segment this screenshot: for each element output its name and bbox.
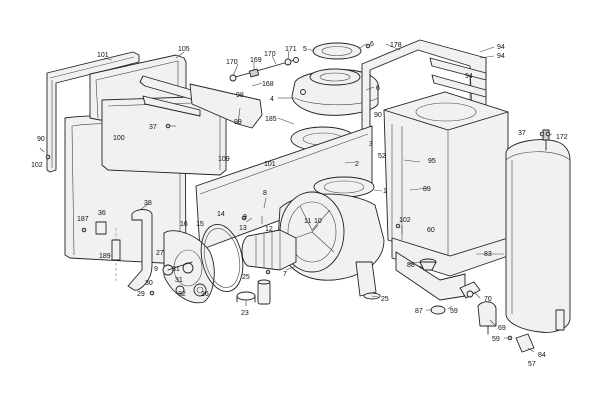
- part-label-31: 31: [175, 277, 183, 284]
- part-label-102: 102: [31, 162, 43, 169]
- part-label-169: 169: [250, 57, 262, 64]
- part-label-26: 26: [201, 291, 209, 298]
- part-label-37: 37: [149, 124, 157, 131]
- part-label-90: 90: [37, 136, 45, 143]
- part-label-32: 32: [178, 291, 186, 298]
- part-label-84: 84: [538, 352, 546, 359]
- part-label-25: 25: [381, 296, 389, 303]
- part-label-38: 38: [144, 200, 152, 207]
- electrode-assembly-170: [229, 57, 299, 82]
- sight-glass-32: [193, 283, 207, 297]
- gasket-15: [200, 224, 244, 292]
- part-label-6: 6: [376, 85, 380, 92]
- part-label-88: 88: [407, 262, 415, 269]
- part-label-187: 187: [77, 216, 89, 223]
- part-label-9: 9: [243, 214, 247, 221]
- part-label-12: 12: [265, 226, 273, 233]
- part-label-94: 94: [497, 44, 505, 51]
- sensor-36: [95, 221, 107, 235]
- part-label-57: 57: [528, 361, 536, 368]
- part-label-59: 59: [450, 308, 458, 315]
- part-label-101: 101: [97, 52, 109, 59]
- part-label-29: 29: [137, 291, 145, 298]
- part-label-2: 2: [355, 161, 359, 168]
- part-label-185: 185: [265, 116, 277, 123]
- part-label-170: 170: [226, 59, 238, 66]
- plug-87: [430, 305, 446, 315]
- part-label-170: 170: [264, 51, 276, 58]
- part-label-69: 69: [498, 325, 506, 332]
- part-label-168: 168: [262, 81, 274, 88]
- part-label-1: 1: [383, 188, 387, 195]
- part-label-189: 189: [99, 253, 111, 260]
- part-label-87: 87: [415, 308, 423, 315]
- burner-12: [241, 229, 297, 271]
- part-label-13: 13: [239, 225, 247, 232]
- gasket-5: [312, 42, 362, 60]
- part-label-83: 83: [484, 251, 492, 258]
- front-panel-101: [46, 51, 140, 173]
- part-label-172: 172: [556, 134, 568, 141]
- part-label-15: 15: [196, 221, 204, 228]
- part-label-89: 89: [423, 186, 431, 193]
- part-label-5: 5: [303, 46, 307, 53]
- part-label-6: 6: [370, 41, 374, 48]
- part-label-16: 16: [180, 221, 188, 228]
- part-label-37: 37: [518, 130, 526, 137]
- cable-189: [111, 228, 121, 282]
- part-label-90: 90: [374, 112, 382, 119]
- drain-tap-69: [477, 301, 497, 335]
- part-label-30: 30: [145, 280, 153, 287]
- fitting-84: [515, 333, 535, 353]
- part-label-101: 101: [264, 161, 276, 168]
- leader-lines: [39, 43, 553, 353]
- part-label-105: 105: [178, 46, 190, 53]
- part-label-4: 4: [270, 96, 274, 103]
- siphon-25: [355, 261, 381, 300]
- part-label-25: 25: [242, 274, 250, 281]
- part-label-3: 3: [369, 141, 373, 148]
- part-label-171: 171: [285, 46, 297, 53]
- part-label-52: 52: [378, 153, 386, 160]
- part-label-27: 27: [156, 250, 164, 257]
- part-label-98: 98: [236, 92, 244, 99]
- screws: [45, 43, 551, 341]
- part-label-23: 23: [241, 310, 249, 317]
- part-label-14: 14: [217, 211, 225, 218]
- part-label-11: 11: [304, 218, 311, 225]
- part-label-36: 36: [98, 210, 106, 217]
- part-label-94: 94: [465, 73, 473, 80]
- bracket-99: [189, 83, 263, 129]
- part-label-102: 102: [399, 217, 411, 224]
- part-label-70: 70: [484, 296, 492, 303]
- part-label-59: 59: [492, 336, 500, 343]
- fan-hood-4: [291, 68, 379, 116]
- part-label-60: 60: [427, 227, 435, 234]
- part-label-8: 8: [263, 190, 267, 197]
- part-label-10: 10: [314, 218, 322, 225]
- part-label-31: 31: [172, 266, 180, 273]
- part-label-109: 109: [218, 156, 230, 163]
- part-label-7: 7: [283, 271, 287, 278]
- part-label-178: 178: [390, 42, 402, 49]
- pressure-switch-70: [459, 281, 481, 299]
- part-label-100: 100: [113, 135, 125, 142]
- part-label-9: 9: [154, 266, 158, 273]
- connector-26: [257, 279, 271, 305]
- electrode-31: [162, 261, 193, 295]
- part-label-95: 95: [428, 158, 436, 165]
- part-label-94: 94: [497, 53, 505, 60]
- part-label-99: 99: [234, 119, 242, 126]
- expansion-vessel-83: [505, 139, 571, 333]
- combustion-chamber-box-95: [383, 91, 509, 259]
